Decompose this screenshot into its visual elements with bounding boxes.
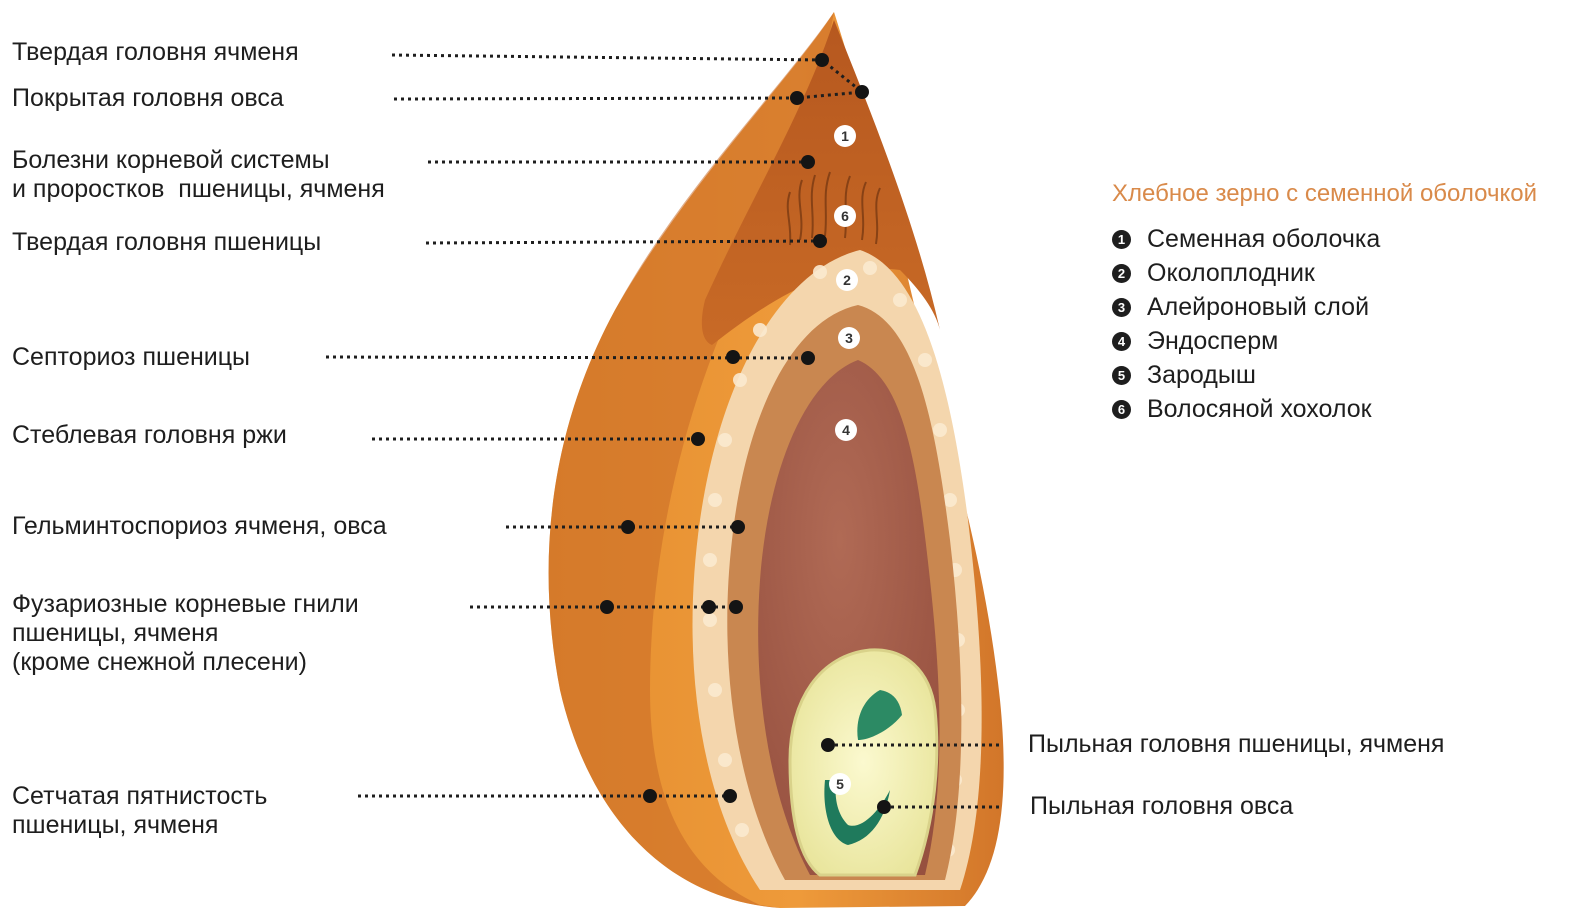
legend-item-label: Алейроновый слой [1147,293,1369,322]
layer-marker-5: 5 [829,773,851,795]
label-septorioz-pshenicy: Септориоз пшеницы [12,343,250,372]
svg-text:5: 5 [836,776,844,792]
layer-marker-6: 6 [834,205,856,227]
label-pylnaya-golovnya-ovsa: Пыльная головня овса [1030,792,1293,821]
legend-number-badge: 6 [1112,400,1131,419]
legend-title: Хлебное зерно с семенной оболочкой [1112,180,1537,208]
layer-marker-1: 1 [834,125,856,147]
svg-text:3: 3 [845,330,853,346]
legend-number-badge: 5 [1112,366,1131,385]
legend-item: 4 Эндосперм [1112,324,1537,358]
layer-marker-4: 4 [835,419,857,441]
legend-item-label: Семенная оболочка [1147,225,1380,254]
legend: Хлебное зерно с семенной оболочкой 1 Сем… [1112,180,1537,426]
svg-text:4: 4 [842,422,850,438]
legend-item-label: Волосяной хохолок [1147,395,1372,424]
label-tverdaya-golovnya-yachmenya: Твердая головня ячменя [12,38,299,67]
legend-item: 1 Семенная оболочка [1112,222,1537,256]
label-pylnaya-golovnya-pshenicy: Пыльная головня пшеницы, ячменя [1028,730,1444,759]
label-fuzarioznye-gnili: Фузариозные корневые гнили пшеницы, ячме… [12,590,359,677]
embryo [790,650,937,875]
legend-item-label: Эндосперм [1147,327,1278,356]
label-steblevaya-golovnya-rzhi: Стеблевая головня ржи [12,421,287,450]
label-setchataya-pyatnistost: Сетчатая пятнистость пшеницы, ячменя [12,782,267,840]
legend-number-badge: 1 [1112,230,1131,249]
legend-number-badge: 4 [1112,332,1131,351]
legend-item: 2 Околоплодник [1112,256,1537,290]
layer-marker-3: 3 [838,327,860,349]
svg-text:2: 2 [843,272,851,288]
layer-marker-2: 2 [836,269,858,291]
legend-item-label: Зародыш [1147,361,1256,390]
legend-item: 5 Зародыш [1112,358,1537,392]
label-bolezni-kornevoy-sistemy: Болезни корневой системы и проростков пш… [12,146,385,204]
label-gelmintosporioz: Гельминтоспориоз ячменя, овса [12,512,387,541]
legend-number-badge: 2 [1112,264,1131,283]
legend-item-label: Околоплодник [1147,259,1315,288]
label-pokrytaya-golovnya-ovsa: Покрытая головня овса [12,84,284,113]
svg-text:6: 6 [841,208,849,224]
svg-text:1: 1 [841,128,849,144]
label-tverdaya-golovnya-pshenicy: Твердая головня пшеницы [12,228,321,257]
legend-item: 6 Волосяной хохолок [1112,392,1537,426]
legend-item: 3 Алейроновый слой [1112,290,1537,324]
legend-number-badge: 3 [1112,298,1131,317]
